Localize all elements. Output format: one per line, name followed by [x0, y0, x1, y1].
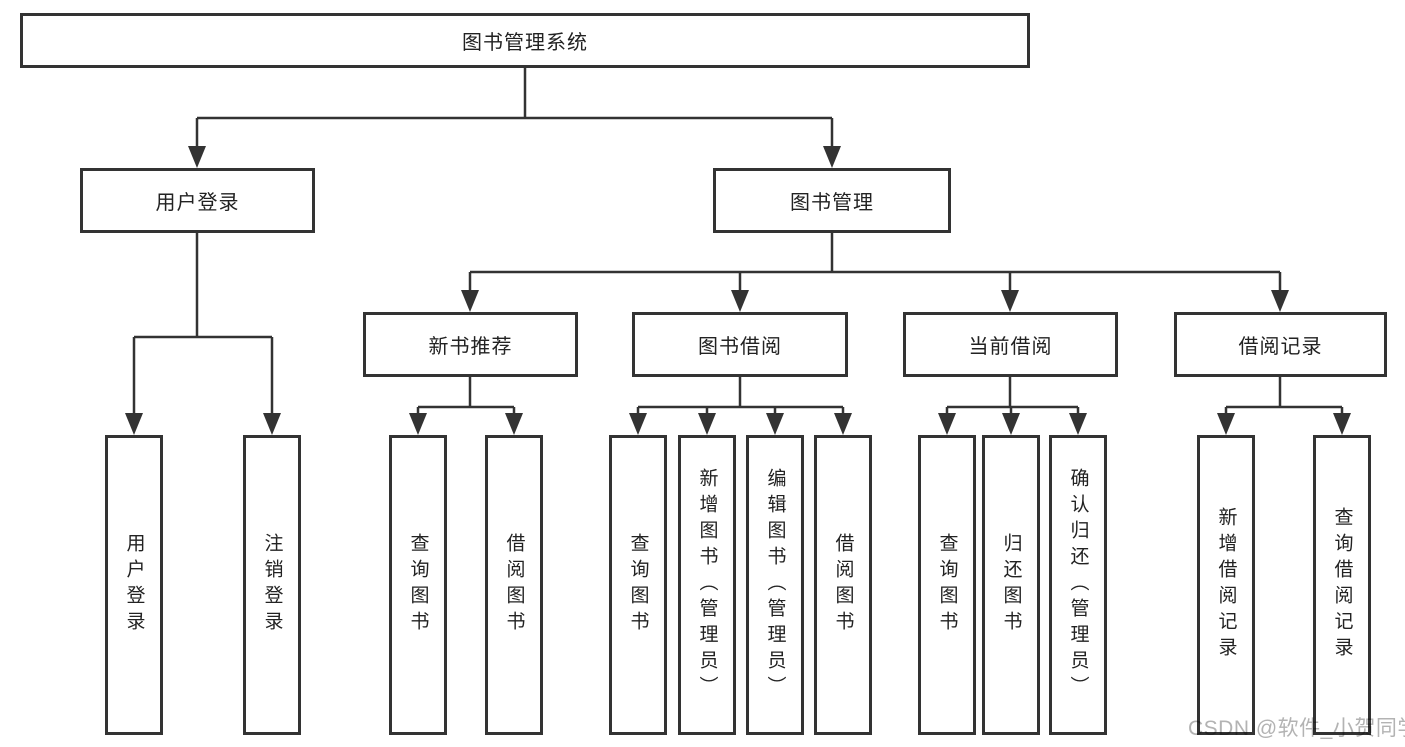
- leaf-label: 查询图书: [407, 533, 429, 637]
- leaf-borrow-book: 借阅图书: [814, 435, 872, 735]
- leaf-logout: 注销登录: [243, 435, 301, 735]
- leaf-label: 编辑图书（管理员）: [764, 468, 786, 702]
- leaf-label: 用户登录: [123, 533, 145, 637]
- leaf-confirm-return-admin: 确认归还（管理员）: [1049, 435, 1107, 735]
- node-current-borrow: 当前借阅: [903, 312, 1118, 377]
- leaf-label: 查询图书: [936, 533, 958, 637]
- leaf-label: 注销登录: [261, 533, 283, 637]
- csdn-watermark: CSDN @软件_小贺同学: [1188, 717, 1405, 740]
- leaf-add-book-admin: 新增图书（管理员）: [678, 435, 736, 735]
- leaf-query-book-recommend: 查询图书: [389, 435, 447, 735]
- leaf-label: 借阅图书: [503, 533, 525, 637]
- leaf-label: 查询借阅记录: [1331, 507, 1353, 663]
- leaf-query-book-current: 查询图书: [918, 435, 976, 735]
- leaf-label: 借阅图书: [832, 533, 854, 637]
- node-new-book-recommend: 新书推荐: [363, 312, 578, 377]
- leaf-add-borrow-record: 新增借阅记录: [1197, 435, 1255, 735]
- leaf-label: 新增借阅记录: [1215, 507, 1237, 663]
- node-borrow-records: 借阅记录: [1174, 312, 1387, 377]
- leaf-return-book: 归还图书: [982, 435, 1040, 735]
- leaf-label: 确认归还（管理员）: [1067, 468, 1089, 702]
- node-book-management: 图书管理: [713, 168, 951, 233]
- leaf-label: 查询图书: [627, 533, 649, 637]
- leaf-edit-book-admin: 编辑图书（管理员）: [746, 435, 804, 735]
- leaf-label: 新增图书（管理员）: [696, 468, 718, 702]
- leaf-query-borrow-record: 查询借阅记录: [1313, 435, 1371, 735]
- node-book-borrow: 图书借阅: [632, 312, 848, 377]
- leaf-user-login: 用户登录: [105, 435, 163, 735]
- node-user-login: 用户登录: [80, 168, 315, 233]
- leaf-query-book-borrow: 查询图书: [609, 435, 667, 735]
- leaf-borrow-book-recommend: 借阅图书: [485, 435, 543, 735]
- node-root-library-system: 图书管理系统: [20, 13, 1030, 68]
- leaf-label: 归还图书: [1000, 533, 1022, 637]
